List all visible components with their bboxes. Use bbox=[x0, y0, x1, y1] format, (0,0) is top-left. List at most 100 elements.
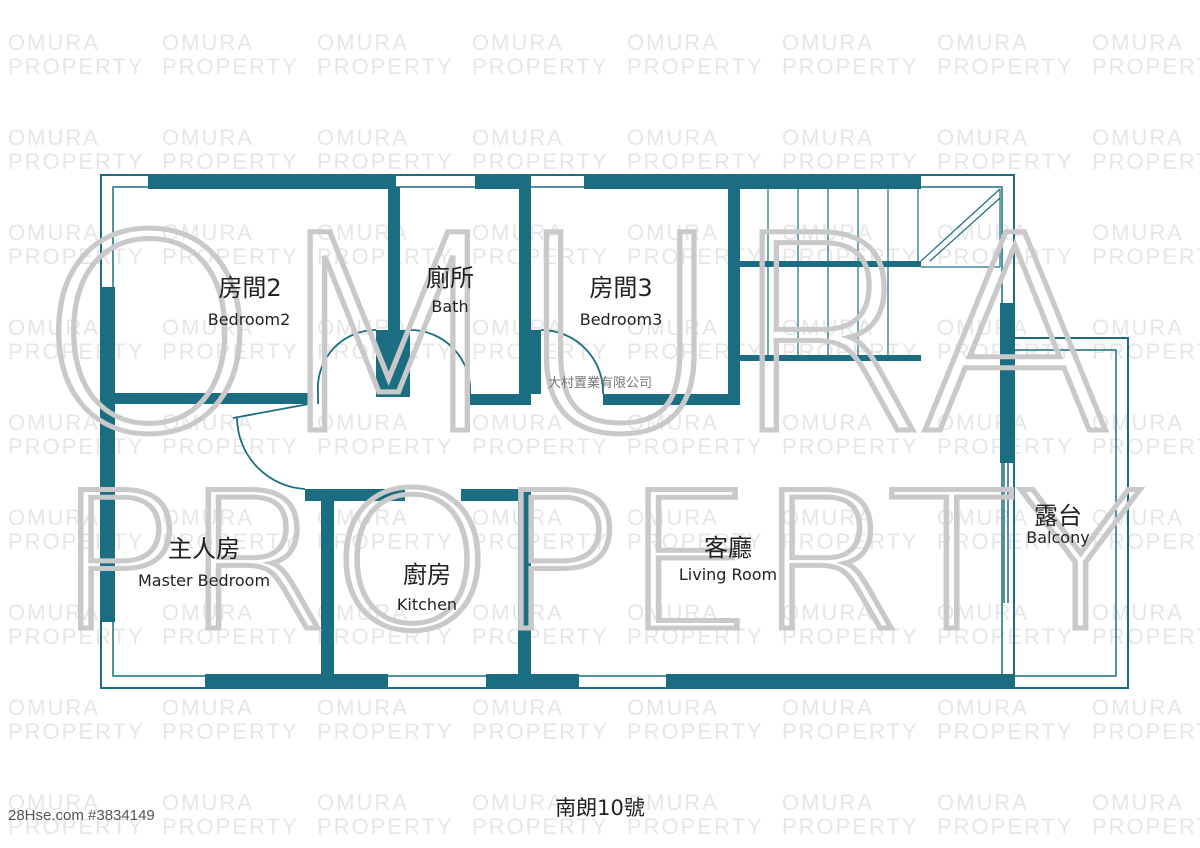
doors bbox=[232, 329, 604, 490]
watermark-tile-line1: OMURA bbox=[627, 30, 719, 55]
watermark-big: OMURA PROPERTY bbox=[33, 177, 1148, 676]
watermark-tile-line1: OMURA bbox=[472, 600, 564, 625]
watermark-tile-line1: OMURA bbox=[782, 600, 874, 625]
watermark-tile-line1: OMURA bbox=[782, 505, 874, 530]
wall-top-1 bbox=[148, 175, 396, 189]
room-bedroom3-en: Bedroom3 bbox=[580, 310, 663, 329]
watermark-tile-line2: PROPERTY bbox=[162, 624, 299, 649]
wall-stair-bottom bbox=[740, 355, 921, 361]
watermark-tile-line2: PROPERTY bbox=[162, 244, 299, 269]
wall-bath-bottom bbox=[470, 394, 531, 405]
watermark-tile-line1: OMURA bbox=[782, 315, 874, 340]
listing-id: 28Hse.com #3834149 bbox=[8, 807, 155, 824]
watermark-tile-line1: OMURA bbox=[627, 315, 719, 340]
watermark-tile-line2: PROPERTY bbox=[782, 814, 919, 839]
watermark-tile-line1: OMURA bbox=[472, 505, 564, 530]
watermark-tile-line2: PROPERTY bbox=[937, 624, 1074, 649]
watermark-tile-line1: OMURA bbox=[627, 125, 719, 150]
room-bath-en: Bath bbox=[431, 297, 468, 316]
watermark-tile-line1: OMURA bbox=[937, 695, 1029, 720]
watermark-tile-line1: OMURA bbox=[782, 30, 874, 55]
watermark-tile-line1: OMURA bbox=[472, 125, 564, 150]
balcony-outer bbox=[1014, 337, 1129, 689]
door-bedroom2 bbox=[316, 329, 377, 393]
watermark-tile-line1: OMURA bbox=[1092, 125, 1184, 150]
watermark-tile-line1: OMURA bbox=[937, 125, 1029, 150]
watermark-tile-line2: PROPERTY bbox=[8, 719, 145, 744]
watermark-tile-line2: PROPERTY bbox=[782, 434, 919, 459]
watermark-tile-line1: OMURA bbox=[472, 30, 564, 55]
wall-bed2-bottom bbox=[113, 393, 309, 404]
watermark-tile-line1: OMURA bbox=[782, 220, 874, 245]
watermark-tile-line2: PROPERTY bbox=[317, 529, 454, 554]
watermark-tile-line1: OMURA bbox=[937, 600, 1029, 625]
watermark-tile-line2: PROPERTY bbox=[317, 719, 454, 744]
watermark-tile-line1: OMURA bbox=[627, 410, 719, 435]
watermark-tile-line2: PROPERTY bbox=[162, 434, 299, 459]
room-living-en: Living Room bbox=[679, 565, 777, 584]
watermark-tile-line1: OMURA bbox=[937, 505, 1029, 530]
wall-top-2 bbox=[475, 175, 531, 189]
room-bedroom2-zh: 房間2 bbox=[218, 274, 281, 302]
wall-bed3-stub bbox=[531, 330, 541, 394]
watermark-tile-line2: PROPERTY bbox=[937, 719, 1074, 744]
room-living-zh: 客廳 bbox=[704, 534, 752, 562]
watermark-tile-line1: OMURA bbox=[317, 695, 409, 720]
watermark-tile-line1: OMURA bbox=[8, 125, 100, 150]
watermark-tile-line2: PROPERTY bbox=[627, 434, 764, 459]
room-kitchen-en: Kitchen bbox=[397, 595, 457, 614]
wall-bed3-right bbox=[728, 187, 740, 405]
wall-bed3-bottom bbox=[603, 394, 740, 405]
watermark-tile-line1: OMURA bbox=[317, 30, 409, 55]
watermark-tile-line1: OMURA bbox=[317, 125, 409, 150]
room-balcony-zh: 露台 bbox=[1034, 502, 1082, 530]
wall-kitchen-right bbox=[518, 489, 531, 674]
watermark-tile-line1: OMURA bbox=[1092, 790, 1184, 815]
watermark-tile-line1: OMURA bbox=[472, 695, 564, 720]
watermark-tile-line2: PROPERTY bbox=[317, 244, 454, 269]
watermark-tile-line2: PROPERTY bbox=[472, 149, 609, 174]
watermark-tile-line1: OMURA bbox=[627, 695, 719, 720]
watermark-tile-line2: PROPERTY bbox=[627, 529, 764, 554]
wall-stair-mid bbox=[740, 261, 921, 267]
watermark-tile-line1: OMURA bbox=[317, 790, 409, 815]
watermark-tile-line1: OMURA bbox=[162, 695, 254, 720]
room-bedroom3-zh: 房間3 bbox=[589, 274, 652, 302]
watermark-tile-line2: PROPERTY bbox=[627, 149, 764, 174]
watermark-tile-line2: PROPERTY bbox=[1092, 54, 1200, 79]
watermark-tile-line1: OMURA bbox=[472, 410, 564, 435]
watermark-tile-line1: OMURA bbox=[1092, 220, 1184, 245]
watermark-tile-line2: PROPERTY bbox=[162, 149, 299, 174]
wall-bath-stub-2 bbox=[400, 330, 410, 397]
watermark-tile-line1: OMURA bbox=[627, 600, 719, 625]
watermark-tile-line1: OMURA bbox=[472, 315, 564, 340]
watermark-tile-line2: PROPERTY bbox=[1092, 434, 1200, 459]
watermark-tile-line2: PROPERTY bbox=[8, 529, 145, 554]
watermark-big-line1: OMURA bbox=[35, 179, 1115, 495]
wall-top-3 bbox=[584, 175, 921, 189]
watermark-tile-line1: OMURA bbox=[1092, 505, 1184, 530]
room-kitchen-zh: 廚房 bbox=[403, 561, 451, 589]
watermark-tile-line1: OMURA bbox=[162, 505, 254, 530]
watermark-tile-line1: OMURA bbox=[627, 790, 719, 815]
watermark-tile-line2: PROPERTY bbox=[1092, 529, 1200, 554]
wall-bath-bed3 bbox=[519, 187, 531, 405]
watermark-big-line2: PROPERTY bbox=[55, 452, 1145, 673]
watermark-tile-line2: PROPERTY bbox=[162, 529, 299, 554]
watermark-tile-line2: PROPERTY bbox=[8, 814, 145, 839]
door-master bbox=[236, 417, 306, 490]
watermark-tile-line2: PROPERTY bbox=[627, 719, 764, 744]
watermark-tile-line2: PROPERTY bbox=[472, 814, 609, 839]
company-watermark: 大村置業有限公司 bbox=[548, 375, 652, 391]
watermark-tile-line2: PROPERTY bbox=[8, 149, 145, 174]
watermark-tile-line2: PROPERTY bbox=[1092, 814, 1200, 839]
watermark-tile-line1: OMURA bbox=[472, 220, 564, 245]
watermark-tile-line2: PROPERTY bbox=[317, 149, 454, 174]
watermark-tile-line2: PROPERTY bbox=[8, 54, 145, 79]
balcony-inner bbox=[1014, 349, 1117, 677]
watermark-tile-line1: OMURA bbox=[1092, 695, 1184, 720]
watermark-tile-line2: PROPERTY bbox=[1092, 339, 1200, 364]
watermark-tile-line2: PROPERTY bbox=[8, 624, 145, 649]
watermark-tile-line2: PROPERTY bbox=[937, 54, 1074, 79]
watermark-tile-line2: PROPERTY bbox=[627, 624, 764, 649]
